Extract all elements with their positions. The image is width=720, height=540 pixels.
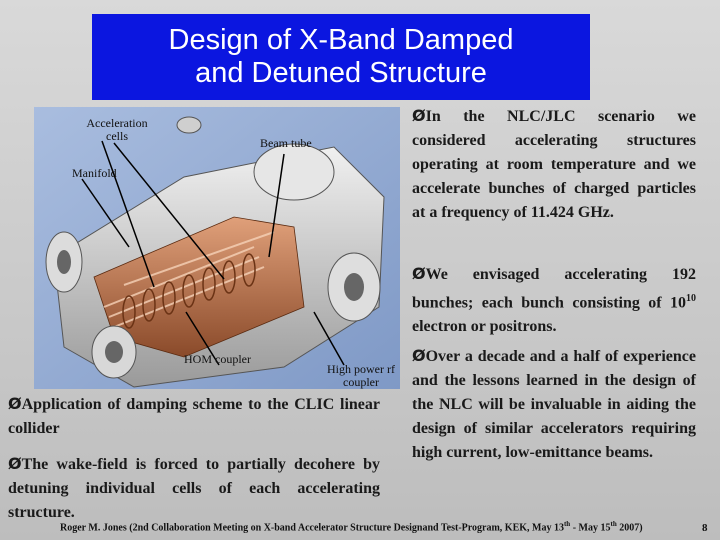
bullet-arrow-icon: Ø: [412, 264, 426, 283]
footer-citation: Roger M. Jones (2nd Collaboration Meetin…: [60, 518, 680, 534]
bullet-text-end: electron or positrons.: [412, 318, 557, 336]
accelerator-structure-figure: Acceleration cells Beam tube Manifold HO…: [34, 107, 400, 389]
footer-text: Roger M. Jones (2nd Collaboration Meetin…: [60, 522, 564, 534]
label-acceleration-cells: Acceleration cells: [86, 116, 148, 143]
title-line-1: Design of X-Band Damped: [168, 24, 514, 56]
bullet-arrow-icon: Ø: [8, 454, 22, 473]
bullet-nlc-jlc: ØIn the NLC/JLC scenario we considered a…: [412, 104, 696, 225]
bullet-experience: ØOver a decade and a half of experience …: [412, 344, 696, 465]
footer-text-end: 2007): [616, 522, 643, 534]
bullet-arrow-icon: Ø: [8, 394, 22, 413]
footer-sup: th: [610, 520, 617, 528]
label-beam-tube: Beam tube: [260, 136, 312, 150]
bullet-text: The wake-field is forced to partially de…: [8, 456, 380, 521]
title-line-2: and Detuned Structure: [195, 57, 487, 89]
page-number: 8: [702, 522, 708, 534]
bullet-clic: ØApplication of damping scheme to the CL…: [8, 392, 380, 441]
bullet-text: We envisaged accelerating 192 bunches; e…: [412, 266, 696, 312]
structure-cutaway-drawing: [34, 107, 400, 389]
footer-sup: th: [563, 520, 571, 528]
bullet-bunches: ØWe envisaged accelerating 192 bunches; …: [412, 262, 696, 339]
footer-text-mid: - May 15: [570, 522, 611, 534]
bullet-text: In the NLC/JLC scenario we considered ac…: [412, 108, 696, 221]
label-high-power-rf-coupler: High power rf coupler: [327, 362, 395, 389]
bullet-superscript: 10: [686, 293, 696, 304]
label-manifold: Manifold: [72, 166, 117, 180]
label-hom-coupler: HOM coupler: [184, 352, 251, 366]
bullet-arrow-icon: Ø: [412, 346, 426, 365]
bullet-text: Application of damping scheme to the CLI…: [8, 396, 380, 437]
bullet-text: Over a decade and a half of experience a…: [412, 348, 696, 461]
bullet-arrow-icon: Ø: [412, 106, 426, 125]
slide-title: Design of X-Band Damped and Detuned Stru…: [92, 14, 590, 100]
bullet-wakefield: ØThe wake-field is forced to partially d…: [8, 452, 380, 525]
